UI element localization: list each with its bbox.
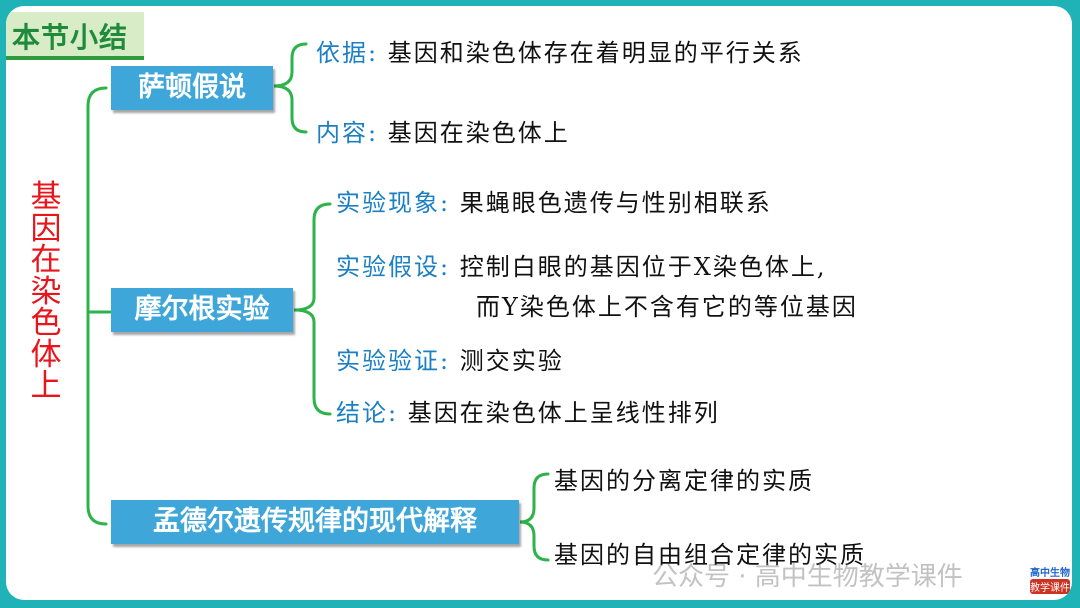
leaf-content: 内容: 基因在染色体上	[316, 119, 570, 147]
branch-node-mendel: 孟德尔遗传规律的现代解释	[111, 500, 519, 544]
leaf-basis: 依据: 基因和染色体存在着明显的平行关系	[316, 39, 804, 67]
leaf-hypothesis-line-2: 而Y染色体上不含有它的等位基因	[476, 293, 858, 321]
section-title: 本节小结	[12, 21, 129, 54]
leaf-key: 内容	[316, 119, 368, 147]
leaf-text: 基因在染色体上呈线性排列	[407, 399, 720, 427]
root-node: 基因在染色体上	[30, 179, 62, 404]
slide-frame: 本节小结 基因在染色体上 萨顿假说 摩尔根实验 孟德尔遗传规律的现代解释 依据:…	[6, 6, 1072, 600]
branch-node-sutton: 萨顿假说	[111, 66, 273, 110]
leaf-key: 实验验证	[336, 347, 440, 375]
leaf-key: 实验假设	[336, 253, 440, 281]
branch-1-brace	[273, 42, 308, 134]
tree-connectors	[86, 42, 550, 562]
leaf-text: 基因和染色体存在着明显的平行关系	[387, 39, 804, 67]
leaf-text: 基因在染色体上	[387, 119, 570, 147]
leaf-phenomenon: 实验现象: 果蝇眼色遗传与性别相联系	[336, 189, 772, 217]
leaf-conclusion: 结论: 基因在染色体上呈线性排列	[336, 399, 720, 427]
branch-3-brace	[519, 472, 550, 562]
watermark-logo: 高中生物 教学课件	[1030, 568, 1070, 594]
leaf-key: 依据	[316, 39, 368, 67]
leaf-hypothesis: 实验假设: 控制白眼的基因位于X染色体上,	[336, 253, 827, 281]
leaf-text: 控制白眼的基因位于X染色体上,	[459, 253, 827, 281]
branch-node-morgan: 摩尔根实验	[111, 288, 293, 332]
watermark-text: 公众号 · 高中生物教学课件	[652, 562, 963, 592]
branch-2-brace	[293, 202, 332, 416]
leaf-text: 测交实验	[459, 347, 564, 375]
leaf-segregation: 基因的分离定律的实质	[554, 467, 814, 495]
leaf-text: 果蝇眼色遗传与性别相联系	[459, 189, 772, 217]
leaf-key: 结论	[336, 399, 388, 427]
leaf-verification: 实验验证: 测交实验	[336, 347, 564, 375]
leaf-key: 实验现象	[336, 189, 440, 217]
root-brace	[86, 86, 108, 526]
section-title-tab: 本节小结	[6, 12, 144, 60]
leaf-independent-assortment: 基因的自由组合定律的实质	[554, 541, 866, 569]
